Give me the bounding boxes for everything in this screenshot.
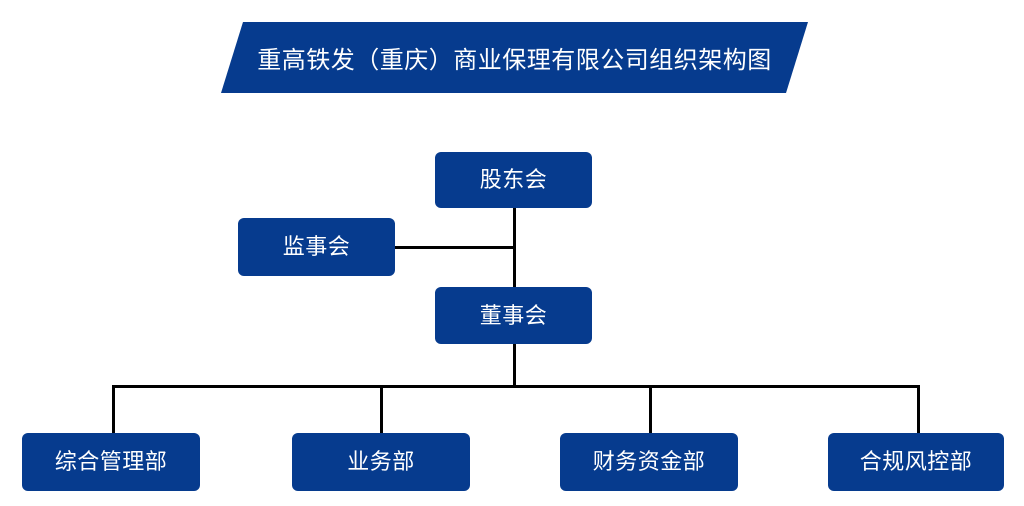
connector-bus-to-dept-2	[380, 385, 383, 434]
connector-department-bus	[112, 385, 920, 388]
node-shareholders-meeting[interactable]: 股东会	[435, 152, 592, 208]
node-board-of-directors[interactable]: 董事会	[435, 287, 592, 344]
connector-bus-to-dept-4	[917, 385, 920, 434]
node-department-finance-funds[interactable]: 财务资金部	[560, 433, 738, 491]
node-label: 综合管理部	[54, 449, 168, 474]
node-board-of-supervisors[interactable]: 监事会	[238, 218, 395, 276]
node-department-business[interactable]: 业务部	[292, 433, 470, 491]
connector-bus-to-dept-1	[112, 385, 115, 434]
node-label: 合规风控部	[859, 449, 973, 474]
connector-bus-to-dept-3	[649, 385, 652, 434]
connector-directors-to-bus	[513, 343, 516, 388]
page-title: 重高铁发（重庆）商业保理有限公司组织架构图	[257, 47, 772, 74]
chart-title-banner: 重高铁发（重庆）商业保理有限公司组织架构图	[221, 22, 808, 93]
node-department-compliance-risk-control[interactable]: 合规风控部	[828, 433, 1004, 491]
node-label: 监事会	[282, 234, 351, 259]
connector-supervisors-to-spine	[394, 246, 516, 249]
node-label: 股东会	[479, 167, 548, 192]
node-label: 财务资金部	[592, 449, 706, 474]
node-label: 董事会	[479, 302, 548, 328]
node-label: 业务部	[347, 449, 415, 474]
node-department-general-management[interactable]: 综合管理部	[22, 433, 200, 491]
